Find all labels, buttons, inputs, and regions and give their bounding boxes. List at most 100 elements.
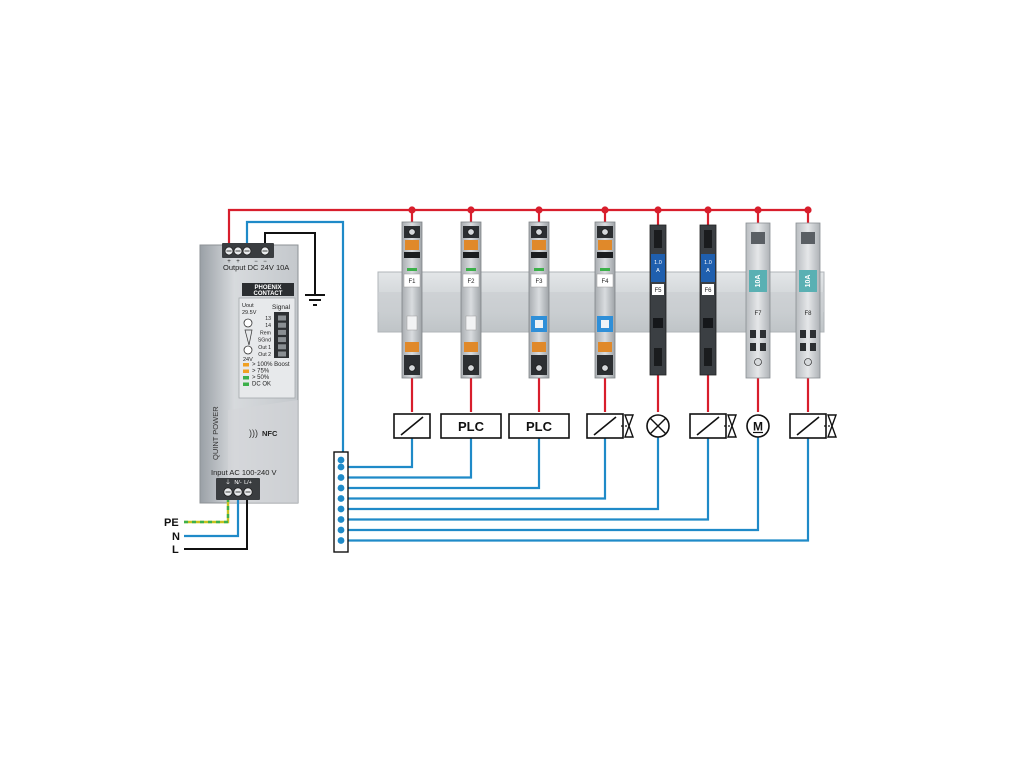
signal-pin — [278, 337, 286, 343]
uout-label: Uout — [242, 303, 254, 309]
terminal-screw-icon — [601, 228, 609, 236]
nfc-label: NFC — [262, 429, 278, 438]
uout-min: 24V — [243, 357, 253, 363]
mcb-body — [795, 222, 821, 379]
signal-pin — [278, 315, 286, 321]
breaker-label-plate — [403, 273, 421, 288]
terminal-point — [337, 456, 345, 464]
breaker-label: F3 — [535, 279, 543, 285]
status-led — [243, 369, 249, 373]
terminal-point — [337, 474, 345, 481]
fuse-rating: 1.0 — [654, 260, 662, 266]
status-led-label: > 75% — [252, 369, 270, 375]
output-terminal-marks: + + −− — [227, 259, 267, 265]
breaker-lower-button — [598, 342, 612, 352]
breaker-reset-button — [598, 240, 612, 250]
signal-pin — [278, 344, 286, 350]
mcb-lever — [800, 330, 806, 338]
product-name: QUINT POWER — [211, 406, 220, 460]
terminal-mark: − — [254, 259, 258, 265]
load-5 — [646, 414, 670, 438]
load-1 — [393, 413, 431, 439]
return-wires — [341, 437, 810, 542]
fuse-window — [703, 318, 713, 328]
ground-wire — [264, 232, 316, 295]
terminal-mark: + — [236, 259, 240, 265]
breaker-reset-button — [464, 240, 478, 250]
motor-icon — [746, 414, 770, 438]
input-terminal-screws — [223, 487, 253, 497]
fuse-cartridge — [701, 254, 715, 282]
status-led — [466, 268, 476, 271]
breaker-f1: F1 — [401, 221, 423, 379]
pe-wire-stripe — [184, 500, 230, 524]
terminal-mark: − — [263, 259, 267, 265]
terminal-point — [337, 484, 345, 492]
status-led — [243, 376, 249, 380]
breaker-switch — [535, 320, 543, 328]
valve-icon — [624, 414, 634, 438]
terminal-screw-icon — [467, 364, 475, 372]
mcb-rating: 10A — [805, 275, 812, 288]
coil-diagonal — [400, 416, 424, 436]
positive-bus-wire — [227, 208, 810, 247]
fuse-rating: 1.0 — [704, 260, 712, 266]
breaker-reset-button — [532, 240, 546, 250]
breaker-indicator — [597, 252, 613, 258]
output-label: Output DC 24V 10A — [223, 263, 289, 272]
status-led-label: > 50% — [252, 375, 270, 381]
breaker-switch — [465, 315, 477, 331]
brand-logo-line2: CONTACT — [254, 291, 283, 297]
status-led — [600, 268, 610, 271]
breaker-indicator — [404, 252, 420, 258]
input-terminal-marks: ⏚N/-L/+ — [225, 479, 252, 486]
terminal-mark: + — [227, 259, 231, 265]
n-wire — [184, 500, 240, 538]
status-led — [534, 268, 544, 271]
mcb-label: F8 — [804, 311, 812, 317]
breaker-body — [528, 221, 550, 379]
motor-label: M — [753, 420, 763, 434]
return-wire — [341, 437, 660, 511]
lamp-cross — [650, 418, 666, 434]
breaker-f8: 10A F8 — [795, 222, 821, 379]
output-terminal-screws — [224, 246, 270, 256]
breaker-label: F1 — [408, 279, 416, 285]
breaker-lower-button — [464, 342, 478, 352]
mcb-lever — [810, 343, 816, 351]
fuse-label-plate — [702, 284, 714, 295]
load-8 — [789, 413, 837, 439]
terminal-point — [337, 495, 345, 502]
mcb-lever — [750, 343, 756, 351]
plc-label: PLC — [526, 419, 553, 434]
valve-icon — [827, 414, 837, 438]
fuse-top-terminal — [704, 230, 712, 248]
coil-diagonal — [696, 416, 720, 436]
mcb-body — [745, 222, 771, 379]
breaker-switch — [406, 315, 418, 331]
signal-title: Signal — [272, 304, 291, 311]
l-wire — [184, 500, 248, 550]
fuse-label: F6 — [704, 288, 712, 294]
return-wire — [341, 438, 710, 521]
terminal-screw-icon — [408, 228, 416, 236]
fuse-bottom-terminal — [654, 348, 662, 366]
relay-coil-symbol — [689, 413, 727, 439]
status-led — [243, 363, 249, 367]
breaker-label-plate — [596, 273, 614, 288]
breaker-body — [460, 221, 482, 379]
plc-box — [508, 413, 570, 439]
breaker-lower-button — [532, 342, 546, 352]
terminal-screw-icon — [804, 358, 812, 366]
mcb-lever — [800, 343, 806, 351]
mcb-top-terminal — [751, 232, 765, 244]
input-terminal-mark: L/+ — [244, 480, 252, 486]
mcb-label: F7 — [754, 311, 762, 317]
mcb-rating-plate — [799, 270, 817, 292]
uout-max: 29.5V — [242, 310, 257, 316]
mains-label-pe: PE — [164, 517, 179, 529]
